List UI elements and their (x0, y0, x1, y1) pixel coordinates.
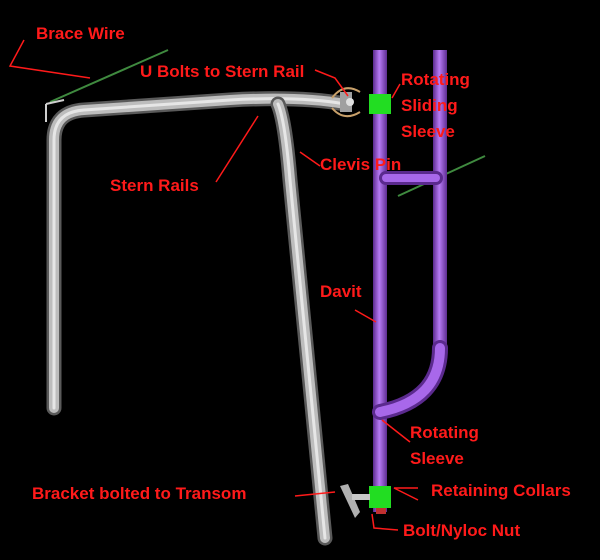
davit (372, 50, 448, 512)
label-stern-rails: Stern Rails (110, 176, 199, 195)
stern-rails (45, 91, 353, 546)
label-rotating-sliding-sleeve: Rotating Sliding Sleeve (401, 70, 470, 141)
u-bolt-hardware (331, 87, 361, 118)
leader-lines (8, 39, 419, 531)
retaining-collars (369, 486, 391, 508)
label-brace-wire: Brace Wire (36, 24, 125, 43)
label-retaining-collars: Retaining Collars (431, 481, 571, 500)
label-rotating-sleeve: Rotating Sleeve (410, 423, 479, 468)
rotating-sliding-sleeve (369, 94, 391, 114)
label-u-bolts: U Bolts to Stern Rail (140, 62, 305, 81)
label-davit: Davit (320, 282, 362, 301)
label-clevis-pin: Clevis Pin (320, 155, 402, 174)
label-bracket: Bracket bolted to Transom (32, 484, 247, 503)
label-bolt-nut: Bolt/Nyloc Nut (403, 521, 521, 540)
transom-bracket (340, 484, 386, 518)
bolt-nyloc-nut (376, 508, 386, 514)
